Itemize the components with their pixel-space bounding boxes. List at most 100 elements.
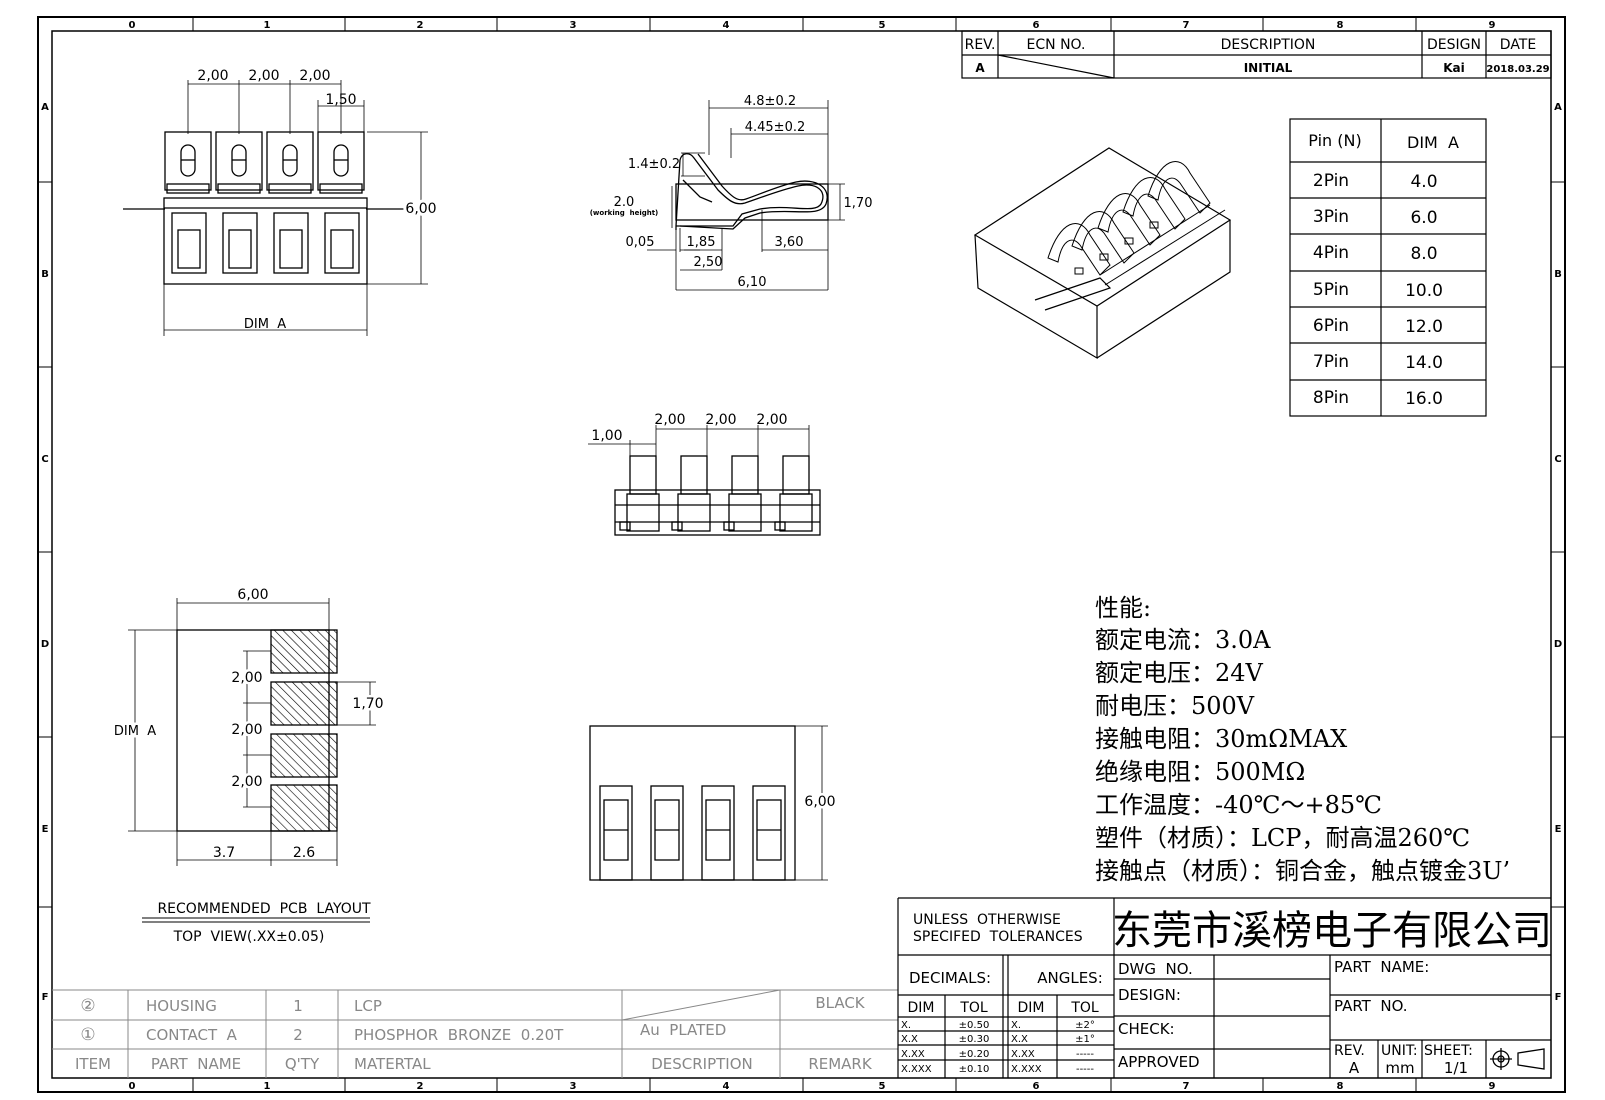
tolerance-cell: ±0.30 <box>959 1034 990 1045</box>
dim-label: 2,50 <box>694 255 723 270</box>
pcb-layout-caption: RECOMMENDED PCB LAYOUT <box>157 901 371 917</box>
bottom-view: 6,00 <box>589 725 838 881</box>
sheet-frame <box>37 16 1566 1093</box>
pin-table-cell: 14.0 <box>1405 353 1443 373</box>
zone-col-bottom-6: 6 <box>1033 1081 1040 1092</box>
dim-label: DIM A <box>244 317 286 332</box>
projection-symbol-icon <box>1490 1048 1545 1070</box>
bom-cell: CONTACT A <box>146 1026 238 1044</box>
zone-col-top-9: 9 <box>1489 20 1496 31</box>
design-header: DESIGN <box>1427 37 1481 53</box>
pin-table-cell: 6.0 <box>1410 208 1437 228</box>
tolerance-cell: X. <box>1011 1020 1021 1031</box>
tolerance-cell: X.XX <box>901 1049 925 1060</box>
dim-label: 2,00 <box>654 412 685 428</box>
tolerance-cell: ±1° <box>1075 1034 1095 1045</box>
zone-col-bottom-4: 4 <box>723 1081 730 1092</box>
bom-cell: PHOSPHOR BRONZE 0.20T <box>354 1026 564 1044</box>
bom-header-material: MATERTAL <box>354 1055 431 1073</box>
pin-table-cell: 7Pin <box>1313 352 1349 372</box>
zone-col-bottom-5: 5 <box>879 1081 886 1092</box>
zone-col-bottom-1: 1 <box>264 1081 271 1092</box>
tolerance-cell: ±0.10 <box>959 1064 990 1075</box>
dec-tol-header: TOL <box>959 1000 988 1016</box>
zone-col-top-5: 5 <box>879 20 886 31</box>
dim-label: 1,50 <box>325 92 356 108</box>
design-value: Kai <box>1443 61 1465 75</box>
description-value: INITIAL <box>1244 61 1293 75</box>
tolerance-cell: X.X <box>1011 1034 1028 1045</box>
spec-line: 接触电阻：30mΩMAX <box>1095 725 1347 753</box>
part-no-label: PART NO. <box>1334 997 1408 1015</box>
dim-label: 1,70 <box>844 196 873 211</box>
dim-label: 1,70 <box>352 696 383 712</box>
zone-row-left-b: B <box>41 269 49 280</box>
dim-label: 4.45±0.2 <box>745 120 806 135</box>
spec-line: 接触点（材质）：铜合金，触点镀金3U’ <box>1095 857 1510 885</box>
zone-row-right-c: C <box>1554 454 1561 465</box>
tolerance-cell: ±0.20 <box>959 1049 990 1060</box>
spec-line: 塑件（材质）：LCP，耐高温260℃ <box>1095 824 1470 852</box>
angles-label: ANGLES: <box>1037 969 1103 987</box>
dim-label: 2,00 <box>231 670 262 686</box>
dim-label: 0,05 <box>626 235 655 250</box>
pin-table-cell: 4Pin <box>1313 243 1349 263</box>
tolerance-cell: X. <box>901 1020 911 1031</box>
top-view: 2,00 2,00 2,00 1,50 6,00 DIM A <box>123 68 440 336</box>
rev-value: A <box>975 61 985 75</box>
dim-label: 1,00 <box>591 428 622 444</box>
bom-cell: 1 <box>293 997 303 1015</box>
approved-label: APPROVED <box>1118 1053 1200 1071</box>
border-zone-ticks <box>38 17 1565 1092</box>
pin-table-cell: 6Pin <box>1313 316 1349 336</box>
rev-header: REV. <box>965 37 996 53</box>
date-value: 2018.03.29 <box>1486 64 1549 75</box>
pin-table-cell: 8Pin <box>1313 388 1349 408</box>
bom-header-remark: REMARK <box>808 1055 873 1073</box>
unit-label: UNIT: <box>1381 1043 1418 1059</box>
company-name: 东莞市溪榜电子有限公司 <box>1112 908 1552 954</box>
bill-of-materials: ITEM PART NAME Q'TY MATERTAL DESCRIPTION… <box>52 989 898 1078</box>
dim-label: 6,00 <box>804 794 835 810</box>
zone-col-bottom-8: 8 <box>1337 1081 1344 1092</box>
pcb-layout-view: 6,00 DIM A 2,00 2,00 2,00 1,70 3.7 2.6 R… <box>111 587 386 945</box>
design-label: DESIGN: <box>1118 986 1181 1004</box>
dim-label: DIM A <box>114 724 156 739</box>
zone-col-bottom-0: 0 <box>129 1081 136 1092</box>
part-name-label: PART NAME: <box>1334 958 1429 976</box>
dim-label: 2,00 <box>705 412 736 428</box>
dim-label: 6,00 <box>237 587 268 603</box>
dim-label: 2,00 <box>248 68 279 84</box>
zone-row-right-a: A <box>1554 102 1562 113</box>
zone-col-top-4: 4 <box>723 20 730 31</box>
title-block: UNLESS OTHERWISE SPECIFED TOLERANCES 东莞市… <box>897 897 1552 1078</box>
bom-header-part-name: PART NAME <box>151 1055 241 1073</box>
zone-row-right-f: F <box>1555 992 1562 1003</box>
bom-header-qty: Q'TY <box>285 1055 320 1073</box>
dim-label: 2,00 <box>756 412 787 428</box>
pcb-layout-subcaption: TOP VIEW(.XX±0.05) <box>173 929 325 945</box>
pin-table-cell: 3Pin <box>1313 207 1349 227</box>
check-label: CHECK: <box>1118 1020 1175 1038</box>
tolerance-note: SPECIFED TOLERANCES <box>913 929 1083 945</box>
dim-label: 4.8±0.2 <box>744 94 796 109</box>
dim-label: 2.0 <box>614 195 635 210</box>
spec-line: 额定电流：3.0A <box>1095 626 1271 654</box>
zone-col-top-6: 6 <box>1033 20 1040 31</box>
decimals-label: DECIMALS: <box>909 969 991 987</box>
pin-table-cell: 2Pin <box>1313 171 1349 191</box>
pin-table-header-pin: Pin (N) <box>1308 131 1361 150</box>
sheet-label: SHEET: <box>1424 1043 1473 1059</box>
zone-col-bottom-3: 3 <box>570 1081 577 1092</box>
ang-dim-header: DIM <box>1018 1000 1045 1016</box>
unit-value: mm <box>1385 1059 1414 1077</box>
spec-line: 工作温度：-40℃～+85℃ <box>1095 791 1382 819</box>
isometric-view <box>973 147 1232 360</box>
tolerance-cell: X.XXX <box>1011 1064 1042 1075</box>
bom-cell: LCP <box>354 997 382 1015</box>
zone-row-left-f: F <box>42 992 49 1003</box>
pin-table-cell: 16.0 <box>1405 389 1443 409</box>
performance-specs: 性能: 额定电流：3.0A 额定电压：24V 耐电压：500V 接触电阻：30m… <box>1095 594 1510 885</box>
tolerance-cell: ----- <box>1076 1049 1094 1060</box>
